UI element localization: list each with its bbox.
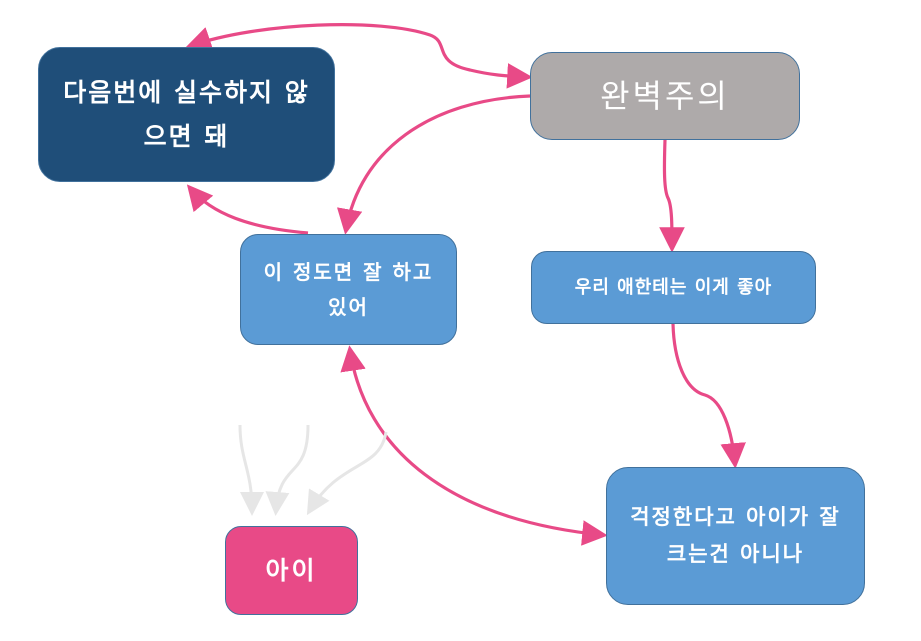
node-next-time-label: 다음번에 실수하지 않으면 돼 [63, 77, 310, 151]
edge-doing-well-next-time [186, 184, 309, 235]
edge-perfectionism-doing-well [336, 94, 531, 235]
edge-perfectionism-next-time [185, 23, 533, 89]
node-doing-well: 이 정도면 잘 하고 있어 [240, 234, 457, 345]
edge-perfectionism-good-for-child [659, 139, 685, 253]
node-worry-label: 걱정한다고 아이가 잘크는건 아니나 [630, 505, 841, 566]
node-child: 아이 [225, 526, 358, 615]
faded-edge-3 [306, 431, 388, 516]
edge-doing-well-worry [340, 345, 608, 546]
node-next-time: 다음번에 실수하지 않으면 돼 [38, 47, 335, 182]
node-good-for-child-label: 우리 애한테는 이게 좋아 [574, 276, 773, 298]
node-good-for-child: 우리 애한테는 이게 좋아 [531, 251, 816, 324]
node-doing-well-label: 이 정도면 잘 하고 있어 [263, 259, 434, 319]
edge-good-for-child-worry [671, 323, 746, 469]
faded-edge-1 [238, 424, 264, 516]
node-child-label: 아이 [265, 555, 318, 585]
node-perfectionism: 완벽주의 [530, 52, 800, 140]
node-perfectionism-label: 완벽주의 [600, 77, 730, 115]
node-worry: 걱정한다고 아이가 잘크는건 아니나 [606, 467, 865, 605]
faded-edge-2 [265, 424, 310, 516]
